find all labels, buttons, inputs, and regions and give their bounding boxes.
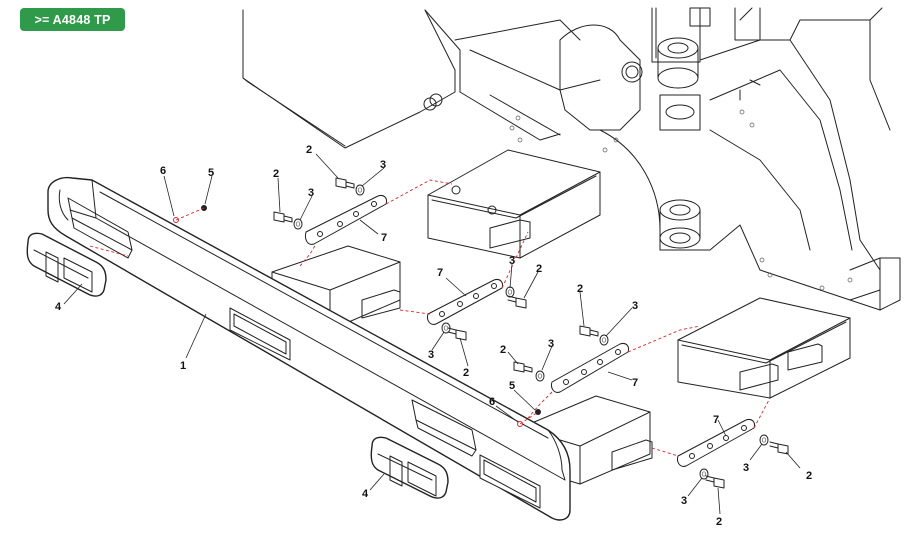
- callout-5: 5: [208, 167, 214, 179]
- bolt-washer-set: [273, 177, 789, 489]
- callout-3: 3: [743, 462, 749, 474]
- callout-4: 4: [55, 301, 62, 313]
- callout-7: 7: [713, 414, 719, 426]
- frame-receiver-lower: [677, 297, 851, 399]
- callout-2: 2: [500, 344, 506, 356]
- callout-3: 3: [548, 338, 554, 350]
- leader-lines: [63, 153, 801, 515]
- splice-plate-c: [551, 343, 629, 393]
- callout-7: 7: [381, 232, 387, 244]
- callout-4: 4: [362, 488, 369, 500]
- callout-6: 6: [160, 165, 166, 177]
- splice-plate-b: [427, 279, 503, 325]
- tail-lamp-right: [370, 436, 449, 499]
- callout-3: 3: [308, 187, 314, 199]
- callout-2: 2: [716, 516, 722, 528]
- callout-2: 2: [536, 263, 542, 275]
- callout-7: 7: [437, 267, 443, 279]
- callout-6: 6: [489, 396, 495, 408]
- callout-2: 2: [306, 144, 312, 156]
- part-callouts: 1 2 2 2 2 2 2 2 2 3 3 3 3 3 3 3 3 4 4 5 …: [55, 144, 812, 528]
- model-range-badge: >= A4848 TP: [20, 8, 125, 31]
- callout-3: 3: [380, 159, 386, 171]
- callout-2: 2: [463, 367, 469, 379]
- tail-lamp-left: [26, 232, 107, 297]
- callout-3: 3: [428, 349, 434, 361]
- frame-receiver-upper: [427, 149, 601, 259]
- splice-plate-a: [305, 195, 387, 245]
- callout-3: 3: [632, 300, 638, 312]
- bumper-assembly: [47, 176, 653, 521]
- callout-2: 2: [273, 168, 279, 180]
- machine-frame: [242, 7, 901, 311]
- callout-7: 7: [632, 377, 638, 389]
- callout-3: 3: [681, 495, 687, 507]
- callout-2: 2: [577, 283, 583, 295]
- callout-2: 2: [806, 470, 812, 482]
- splice-plate-d: [677, 419, 755, 467]
- callout-5: 5: [509, 380, 515, 392]
- callout-3: 3: [509, 255, 515, 267]
- connection-lines: [89, 179, 771, 457]
- callout-1: 1: [180, 360, 186, 372]
